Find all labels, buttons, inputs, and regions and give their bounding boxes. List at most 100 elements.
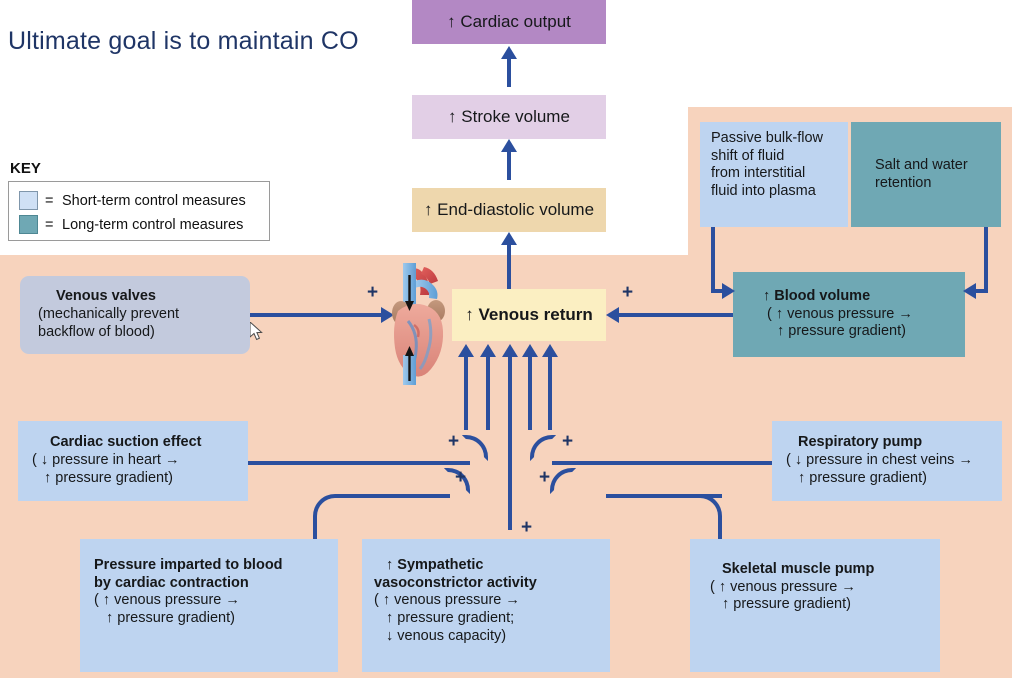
- key-equals-short: =: [45, 192, 54, 209]
- plus-pressure-imparted: +: [455, 467, 467, 488]
- arrow-head-feed-2: [480, 344, 496, 357]
- arrow-line-sv-to-co: [507, 57, 511, 87]
- arrow-head-feed-5: [542, 344, 558, 357]
- arrow-line-feed-4: [528, 355, 532, 430]
- arrow-line-passive-down: [711, 227, 715, 289]
- plus-skeletal-muscle: +: [539, 467, 551, 488]
- node-respiratory-pump-line3: ↑ pressure gradient): [798, 469, 927, 486]
- arrow-line-passive-right: [711, 289, 725, 293]
- node-skeletal-muscle-pump: Skeletal muscle pump ( ↑ venous pressure…: [690, 539, 940, 672]
- key-legend-box: = Short-term control measures = Long-ter…: [8, 181, 270, 241]
- elbow-respiratory-pump: [530, 435, 556, 461]
- heart-illustration-icon: [392, 263, 445, 385]
- plus-blood-volume: +: [622, 282, 634, 303]
- plus-respiratory-pump: +: [562, 431, 574, 452]
- arrow-line-vr-to-edv-lower: [507, 255, 511, 291]
- node-cardiac-suction-line3: ↑ pressure gradient): [44, 469, 173, 486]
- elbow-pressure-imparted-right: [444, 468, 470, 494]
- node-blood-volume: ↑ Blood volume ( ↑ venous pressure → ↑ p…: [733, 272, 965, 357]
- key-equals-long: =: [45, 216, 54, 233]
- node-cardiac-suction-line2: ( ↓ pressure in heart →: [32, 452, 180, 469]
- arrow-head-sv-to-co: [501, 46, 517, 59]
- node-end-diastolic-volume-label: ↑ End-diastolic volume: [423, 199, 595, 219]
- node-sympathetic-line1: ↑ Sympathetic: [386, 557, 484, 573]
- node-salt-water-retention-line1: Salt and water: [875, 156, 968, 173]
- plus-cardiac-suction: +: [448, 431, 460, 452]
- node-passive-bulk-flow-line2: shift of fluid: [711, 147, 785, 164]
- node-venous-return: ↑ Venous return: [452, 289, 606, 341]
- arrow-head-vr-to-edv: [501, 232, 517, 245]
- arrow-line-skeletal-left: [606, 494, 722, 498]
- elbow-skeletal-right: [696, 494, 722, 520]
- arrow-line-edv-to-sv: [507, 150, 511, 180]
- plus-sympathetic: +: [521, 517, 533, 538]
- node-skeletal-line2: ( ↑ venous pressure →: [710, 578, 856, 595]
- node-salt-water-retention-line2: retention: [875, 174, 932, 191]
- node-venous-valves-line2: (mechanically prevent: [38, 306, 180, 323]
- arrow-head-feed-1: [458, 344, 474, 357]
- node-salt-water-retention: Salt and water retention: [851, 122, 1001, 227]
- node-cardiac-suction-effect: Cardiac suction effect ( ↓ pressure in h…: [18, 421, 248, 501]
- arrow-head-blood-volume-to-venous-return: [606, 307, 619, 323]
- arrow-line-blood-volume-to-venous-return: [618, 313, 733, 317]
- arrow-line-respiratory-pump-left: [552, 461, 782, 465]
- arrow-line-salt-left: [974, 289, 988, 293]
- arrow-head-venous-valves: [381, 307, 394, 323]
- elbow-pressure-imparted-left: [313, 494, 339, 520]
- node-respiratory-pump-line2: ( ↓ pressure in chest veins →: [786, 452, 973, 469]
- node-sympathetic-line2: vasoconstrictor activity: [374, 574, 537, 591]
- key-item-short-term-label: Short-term control measures: [62, 192, 246, 209]
- node-pressure-imparted-line1: Pressure imparted to blood: [94, 557, 283, 573]
- node-end-diastolic-volume: ↑ End-diastolic volume: [412, 188, 606, 232]
- node-pressure-imparted-line4: ↑ pressure gradient): [106, 610, 235, 627]
- node-stroke-volume-label: ↑ Stroke volume: [448, 106, 570, 126]
- short-term-swatch-icon: [19, 191, 38, 210]
- node-skeletal-line1: Skeletal muscle pump: [722, 561, 875, 577]
- node-venous-valves: Venous valves (mechanically prevent back…: [20, 276, 250, 354]
- arrow-head-feed-3: [502, 344, 518, 357]
- node-venous-valves-line1: Venous valves: [56, 288, 156, 305]
- arrow-line-skeletal-up: [718, 516, 722, 558]
- key-label: KEY: [10, 160, 41, 177]
- node-stroke-volume: ↑ Stroke volume: [412, 95, 606, 139]
- node-respiratory-pump: Respiratory pump ( ↓ pressure in chest v…: [772, 421, 1002, 501]
- node-sympathetic-line4: ↑ pressure gradient;: [386, 610, 515, 627]
- node-sympathetic-line3: ( ↑ venous pressure →: [374, 592, 520, 609]
- arrow-line-vr-to-edv-upper: [507, 243, 511, 257]
- key-item-long-term-label: Long-term control measures: [62, 216, 244, 233]
- node-blood-volume-line1: ↑ Blood volume: [763, 287, 871, 304]
- node-passive-bulk-flow-line4: fluid into plasma: [711, 183, 816, 200]
- arrow-line-pressure-imparted-up: [313, 516, 317, 558]
- node-passive-bulk-flow-line3: from interstitial: [711, 165, 806, 182]
- node-cardiac-output-label: ↑ Cardiac output: [447, 11, 571, 31]
- arrow-line-feed-1: [464, 355, 468, 430]
- arrow-line-feed-5: [548, 355, 552, 430]
- key-item-short-term: = Short-term control measures: [19, 191, 246, 210]
- node-venous-return-label: ↑ Venous return: [465, 304, 593, 324]
- node-blood-volume-line2: ( ↑ venous pressure →: [767, 305, 913, 322]
- arrow-line-feed-3: [508, 355, 512, 530]
- mouse-cursor-icon: [250, 322, 263, 341]
- node-venous-valves-line3: backflow of blood): [38, 323, 155, 340]
- arrow-line-venous-valves-to-heart: [250, 313, 383, 317]
- key-item-long-term: = Long-term control measures: [19, 215, 243, 234]
- plus-venous-valves: +: [367, 282, 379, 303]
- arrow-line-cardiac-suction-right: [248, 461, 470, 465]
- node-blood-volume-line3: ↑ pressure gradient): [777, 323, 906, 340]
- node-cardiac-suction-line1: Cardiac suction effect: [50, 434, 202, 451]
- node-passive-bulk-flow: Passive bulk-flow shift of fluid from in…: [700, 122, 848, 227]
- node-pressure-imparted-line3: ( ↑ venous pressure →: [94, 592, 240, 609]
- node-sympathetic-line5: ↓ venous capacity): [386, 627, 507, 644]
- node-pressure-imparted: Pressure imparted to blood by cardiac co…: [80, 539, 338, 672]
- arrow-head-salt-to-blood-volume: [963, 283, 976, 299]
- node-cardiac-output: ↑ Cardiac output: [412, 0, 606, 44]
- node-pressure-imparted-line2: by cardiac contraction: [94, 574, 249, 591]
- arrow-line-feed-2: [486, 355, 490, 430]
- node-respiratory-pump-line1: Respiratory pump: [798, 434, 923, 451]
- long-term-swatch-icon: [19, 215, 38, 234]
- arrow-line-pressure-imparted-right: [335, 494, 450, 498]
- arrow-head-feed-4: [522, 344, 538, 357]
- node-passive-bulk-flow-line1: Passive bulk-flow: [711, 130, 824, 146]
- node-sympathetic-vasoconstrictor: ↑ Sympathetic vasoconstrictor activity (…: [362, 539, 610, 672]
